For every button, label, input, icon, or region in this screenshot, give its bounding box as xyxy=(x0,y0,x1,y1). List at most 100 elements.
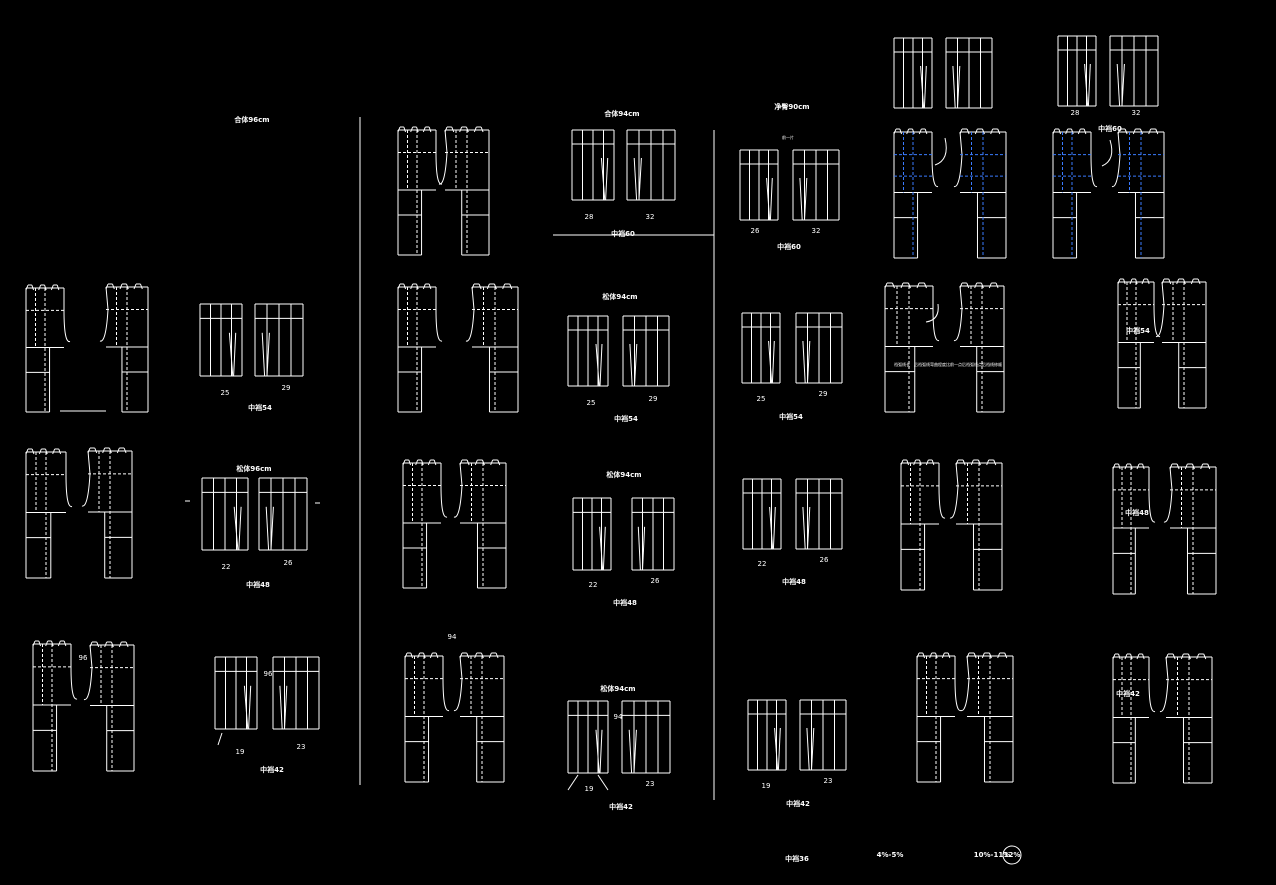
pattern-line xyxy=(766,177,771,221)
draft-piece xyxy=(626,129,676,201)
note-text: 裆弧线长 xyxy=(894,362,910,367)
pattern-curve xyxy=(435,130,443,185)
size-number: 22 xyxy=(588,581,598,589)
pattern-curve xyxy=(1148,657,1156,712)
draft-piece xyxy=(572,497,612,571)
pattern-piece xyxy=(1052,128,1098,259)
pattern-piece xyxy=(99,283,149,413)
pattern-curve xyxy=(453,655,463,711)
draft-piece xyxy=(571,129,615,201)
label-ratio: 10%-11% xyxy=(973,851,1011,859)
pattern-piece xyxy=(900,459,946,591)
label-size-54: 中裆54 xyxy=(779,413,803,421)
pattern-line xyxy=(769,506,774,550)
draft-piece xyxy=(1109,35,1159,107)
small-note: 前一片 xyxy=(782,135,794,140)
draft-piece xyxy=(739,149,779,221)
size-number: 25 xyxy=(220,389,230,397)
pattern-line xyxy=(802,340,806,384)
label-size-36: 中裆36 xyxy=(785,855,809,863)
pattern-curve xyxy=(70,644,78,700)
label-size-42: 中裆42 xyxy=(786,800,810,808)
label-size-42: 中裆42 xyxy=(1116,690,1140,698)
pattern-piece xyxy=(960,652,1014,783)
pattern-curve xyxy=(931,132,939,187)
label-size-48: 中裆48 xyxy=(613,599,637,607)
pattern-curve xyxy=(65,452,73,507)
draft-piece xyxy=(747,699,787,771)
pattern-line xyxy=(807,340,811,384)
pattern-piece xyxy=(953,128,1007,259)
pattern-curve xyxy=(953,285,963,341)
pattern-line xyxy=(804,177,808,221)
arrow-line xyxy=(567,774,579,791)
pattern-piece xyxy=(402,459,448,589)
pattern-line xyxy=(811,727,815,771)
size-number: 32 xyxy=(811,227,821,235)
pattern-line xyxy=(602,526,606,571)
draft-piece xyxy=(1057,35,1097,107)
pattern-line xyxy=(1121,63,1125,107)
pattern-line xyxy=(633,157,638,201)
pattern-piece xyxy=(1112,463,1156,595)
note-text: 后裆弧线点 xyxy=(962,362,982,367)
pattern-line xyxy=(777,727,781,771)
pattern-piece xyxy=(83,641,135,772)
pattern-piece xyxy=(1155,278,1207,409)
size-number: 29 xyxy=(648,395,658,403)
label-loose-96: 松体96cm xyxy=(236,465,272,473)
pattern-line xyxy=(1084,63,1089,107)
pattern-curve xyxy=(1148,467,1156,523)
label-size-54: 中裆54 xyxy=(1126,327,1150,335)
label-size-48: 中裆48 xyxy=(782,578,806,586)
pattern-curve xyxy=(1155,281,1165,337)
pattern-piece xyxy=(404,652,450,783)
pattern-piece xyxy=(1163,463,1217,595)
pattern-piece xyxy=(1117,278,1161,409)
size-number: 26 xyxy=(819,556,829,564)
pattern-line xyxy=(605,157,609,201)
pattern-curve xyxy=(1090,132,1098,187)
size-number: 94 xyxy=(447,633,457,641)
pattern-line xyxy=(238,506,242,551)
label-ratio: 4%-5% xyxy=(876,851,904,859)
pattern-line xyxy=(633,729,637,774)
pattern-line xyxy=(806,727,810,771)
draft-piece xyxy=(622,315,670,387)
pattern-curve xyxy=(465,286,475,342)
size-number: 19 xyxy=(584,785,594,793)
draft-piece xyxy=(214,656,258,730)
label-size-42: 中裆42 xyxy=(609,803,633,811)
pattern-line xyxy=(768,340,773,384)
pattern-piece xyxy=(893,128,939,259)
size-number: 96 xyxy=(78,654,88,662)
size-number: 25 xyxy=(756,395,766,403)
label-size-60: 中裆60 xyxy=(1098,125,1122,133)
pattern-line xyxy=(802,506,806,550)
draft-piece xyxy=(621,700,671,774)
note-text: 后裆弧线弯曲程度比前一点 xyxy=(914,362,962,367)
size-number: 23 xyxy=(296,743,306,751)
pattern-piece xyxy=(465,283,519,413)
label-loose-94c: 松体94cm xyxy=(600,685,636,693)
pattern-piece xyxy=(953,282,1005,413)
size-number: 22 xyxy=(221,563,231,571)
pattern-curve xyxy=(1163,466,1173,523)
label-size-48: 中裆48 xyxy=(246,581,270,589)
pattern-piece xyxy=(397,283,443,413)
draft-piece xyxy=(258,477,308,551)
draft-piece xyxy=(893,37,933,109)
label-size-60: 中裆60 xyxy=(777,243,801,251)
draft-piece xyxy=(272,656,320,730)
label-size-54: 中裆54 xyxy=(614,415,638,423)
draft-piece xyxy=(201,477,249,551)
pattern-curve xyxy=(1111,131,1121,187)
draft-piece xyxy=(799,699,847,771)
pattern-line xyxy=(774,727,779,771)
size-number: 26 xyxy=(750,227,760,235)
pattern-curve xyxy=(435,287,443,342)
pattern-piece xyxy=(884,282,940,413)
pattern-line xyxy=(599,729,603,774)
